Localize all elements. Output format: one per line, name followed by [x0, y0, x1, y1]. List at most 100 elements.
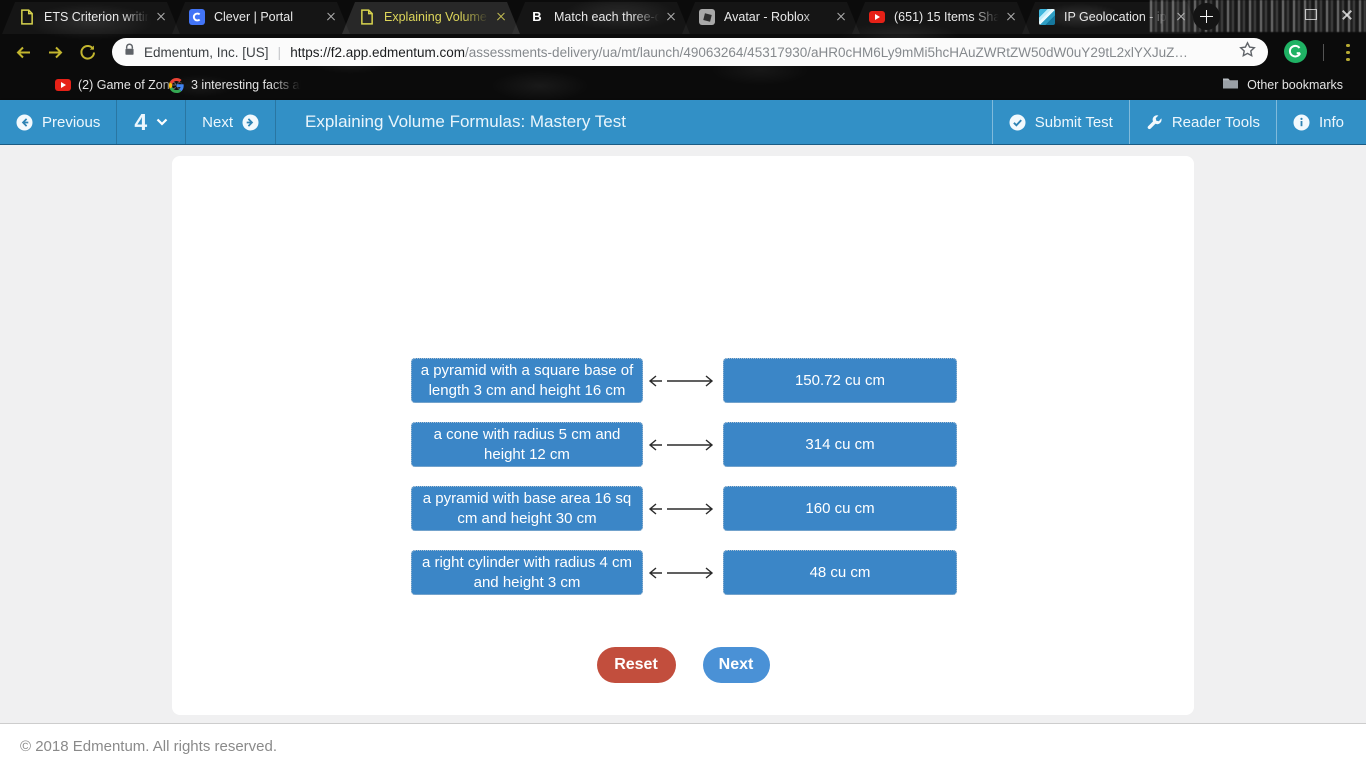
- reader-tools-button[interactable]: Reader Tools: [1128, 100, 1276, 144]
- site-identity-badge: Edmentum, Inc. [US]: [144, 44, 269, 60]
- grammarly-extension-icon[interactable]: [1284, 40, 1307, 63]
- document-icon: [19, 9, 35, 25]
- close-icon[interactable]: [324, 10, 338, 24]
- chrome-menu-icon[interactable]: [1343, 43, 1353, 62]
- match-right-box[interactable]: 150.72 cu cm: [723, 358, 957, 403]
- check-circle-icon: [1009, 114, 1026, 130]
- youtube-icon: [869, 11, 885, 23]
- close-icon[interactable]: [154, 10, 168, 24]
- reset-button[interactable]: Reset: [596, 647, 676, 683]
- circle-arrow-left-icon: [16, 114, 33, 130]
- reader-tools-label: Reader Tools: [1171, 113, 1260, 131]
- reload-icon[interactable]: [78, 43, 97, 62]
- question-actions: Reset Next: [172, 647, 1194, 683]
- match-right-box[interactable]: 160 cu cm: [723, 486, 957, 531]
- window-restore-icon[interactable]: [1305, 9, 1317, 20]
- new-tab-button[interactable]: [1193, 3, 1220, 30]
- chrome-header: ETS Criterion writin Clever | Portal Exp…: [0, 0, 1366, 100]
- other-bookmarks-button[interactable]: Other bookmarks: [1222, 74, 1343, 96]
- match-left-box[interactable]: a pyramid with base area 16 sq cm and he…: [411, 486, 643, 531]
- previous-label: Previous: [42, 113, 101, 131]
- bookmarks-bar: (2) Game of Zones - A 3 interesting fact…: [0, 70, 1366, 100]
- close-icon[interactable]: [664, 10, 678, 24]
- info-button[interactable]: Info: [1275, 100, 1366, 144]
- tab-title: ETS Criterion writin: [44, 10, 152, 24]
- match-right-box[interactable]: 314 cu cm: [723, 422, 957, 467]
- tab-avatar-roblox[interactable]: Avatar - Roblox: [682, 0, 860, 34]
- url-path: /assessments-delivery/ua/mt/launch/49063…: [465, 44, 1188, 60]
- matching-pairs: a pyramid with a square base of length 3…: [411, 358, 957, 595]
- content-area: a pyramid with a square base of length 3…: [0, 145, 1366, 723]
- submit-test-label: Submit Test: [1034, 113, 1113, 131]
- next-label: Next: [202, 113, 233, 131]
- address-bar[interactable]: Edmentum, Inc. [US] | https://f2.app.edm…: [112, 38, 1268, 66]
- tab-ip-geolocation[interactable]: IP Geolocation - ip: [1022, 0, 1200, 34]
- tab-youtube-items[interactable]: (651) 15 Items Sha: [852, 0, 1030, 34]
- double-arrow-icon: [643, 422, 723, 467]
- wrench-icon: [1147, 114, 1162, 129]
- copyright-text: © 2018 Edmentum. All rights reserved.: [20, 738, 278, 755]
- double-arrow-icon: [643, 486, 723, 531]
- match-pair-row: a pyramid with a square base of length 3…: [411, 358, 957, 403]
- forward-icon[interactable]: [46, 43, 65, 62]
- tab-explaining-volume-active[interactable]: Explaining Volume: [342, 0, 520, 34]
- url-text: https://f2.app.edmentum.com/assessments-…: [290, 45, 1231, 60]
- bookmark-interesting-facts[interactable]: 3 interesting facts ab: [168, 74, 303, 96]
- window-close-icon[interactable]: [1340, 8, 1354, 22]
- tab-ets-criterion[interactable]: ETS Criterion writin: [2, 0, 180, 34]
- back-icon[interactable]: [14, 43, 33, 62]
- roblox-icon: [699, 9, 715, 25]
- bookmark-game-of-zones[interactable]: (2) Game of Zones - A: [55, 74, 190, 96]
- test-toolbar: Previous 4 Next Explaining Volume Formul…: [0, 100, 1366, 145]
- info-label: Info: [1318, 113, 1344, 131]
- match-left-box[interactable]: a pyramid with a square base of length 3…: [411, 358, 643, 403]
- question-card: a pyramid with a square base of length 3…: [172, 156, 1194, 715]
- close-icon[interactable]: [494, 10, 508, 24]
- match-pair-row: a cone with radius 5 cm and height 12 cm…: [411, 422, 957, 467]
- brainly-icon: B: [532, 9, 542, 24]
- ipgeo-icon: [1039, 9, 1055, 25]
- double-arrow-icon: [643, 358, 723, 403]
- tab-title: (651) 15 Items Sha: [894, 10, 1001, 24]
- document-icon: [359, 9, 375, 25]
- match-pair-row: a right cylinder with radius 4 cm and he…: [411, 550, 957, 595]
- clever-icon: [189, 9, 205, 25]
- previous-question-button[interactable]: Previous: [0, 100, 118, 144]
- close-icon[interactable]: [834, 10, 848, 24]
- google-icon: [168, 77, 184, 93]
- next-question-button[interactable]: Next: [186, 100, 276, 144]
- other-bookmarks-label: Other bookmarks: [1247, 78, 1343, 92]
- double-arrow-icon: [643, 550, 723, 595]
- match-left-box[interactable]: a cone with radius 5 cm and height 12 cm: [411, 422, 643, 467]
- circle-arrow-right-icon: [242, 114, 259, 130]
- tab-clever-portal[interactable]: Clever | Portal: [172, 0, 350, 34]
- toolbar-divider: [1323, 44, 1324, 61]
- question-next-button[interactable]: Next: [702, 647, 770, 683]
- close-icon[interactable]: [1004, 10, 1018, 24]
- toolbar-right-group: Submit Test Reader Tools Info: [991, 100, 1366, 144]
- info-circle-icon: [1293, 114, 1310, 130]
- match-left-box[interactable]: a right cylinder with radius 4 cm and he…: [411, 550, 643, 595]
- tab-title: Avatar - Roblox: [724, 10, 810, 24]
- tab-strip: ETS Criterion writin Clever | Portal Exp…: [2, 0, 1192, 34]
- submit-test-button[interactable]: Submit Test: [991, 100, 1129, 144]
- test-title: Explaining Volume Formulas: Mastery Test: [305, 112, 626, 131]
- folder-icon: [1222, 76, 1239, 95]
- question-number-dropdown[interactable]: 4: [117, 100, 187, 144]
- tab-title: Explaining Volume: [384, 10, 487, 24]
- tab-match-each[interactable]: B Match each three-d: [512, 0, 690, 34]
- youtube-icon: [55, 79, 71, 91]
- tab-title: IP Geolocation - ip: [1064, 10, 1167, 24]
- bookmark-label: 3 interesting facts ab: [191, 78, 303, 92]
- nav-bar: Edmentum, Inc. [US] | https://f2.app.edm…: [0, 34, 1366, 70]
- chevron-down-icon: [156, 118, 168, 126]
- tab-title: Clever | Portal: [214, 10, 293, 24]
- page-footer: © 2018 Edmentum. All rights reserved.: [0, 723, 1366, 768]
- match-right-box[interactable]: 48 cu cm: [723, 550, 957, 595]
- url-divider: |: [277, 44, 282, 60]
- question-number: 4: [134, 108, 148, 135]
- close-icon[interactable]: [1174, 10, 1188, 24]
- bookmark-star-icon[interactable]: [1239, 41, 1256, 63]
- tab-title: Match each three-d: [554, 10, 662, 24]
